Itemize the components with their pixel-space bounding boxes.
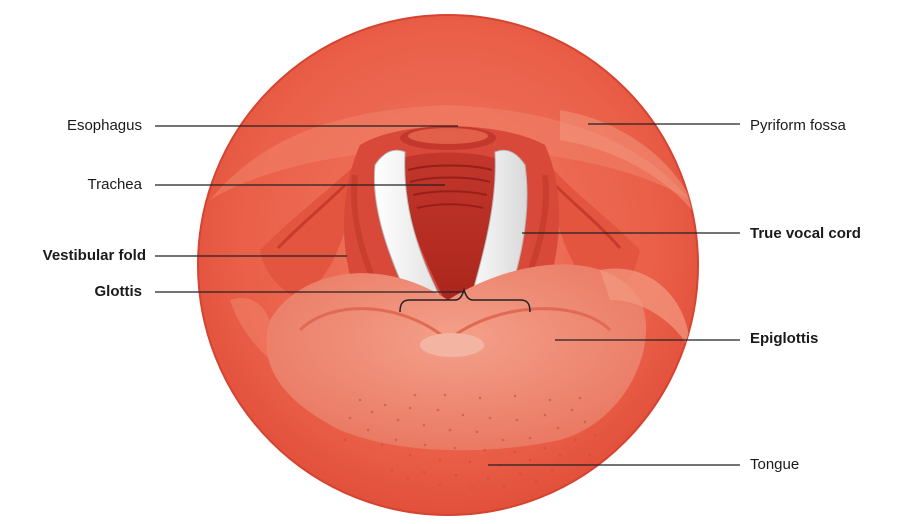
label-trachea: Trachea: [20, 176, 142, 194]
label-true-vocal-cord: True vocal cord: [750, 225, 861, 243]
label-tongue: Tongue: [750, 456, 799, 474]
label-epiglottis: Epiglottis: [750, 330, 818, 348]
label-vestibular-fold: Vestibular fold: [4, 247, 146, 265]
label-glottis: Glottis: [20, 283, 142, 301]
label-esophagus: Esophagus: [20, 117, 142, 135]
label-pyriform-fossa: Pyriform fossa: [750, 117, 846, 135]
